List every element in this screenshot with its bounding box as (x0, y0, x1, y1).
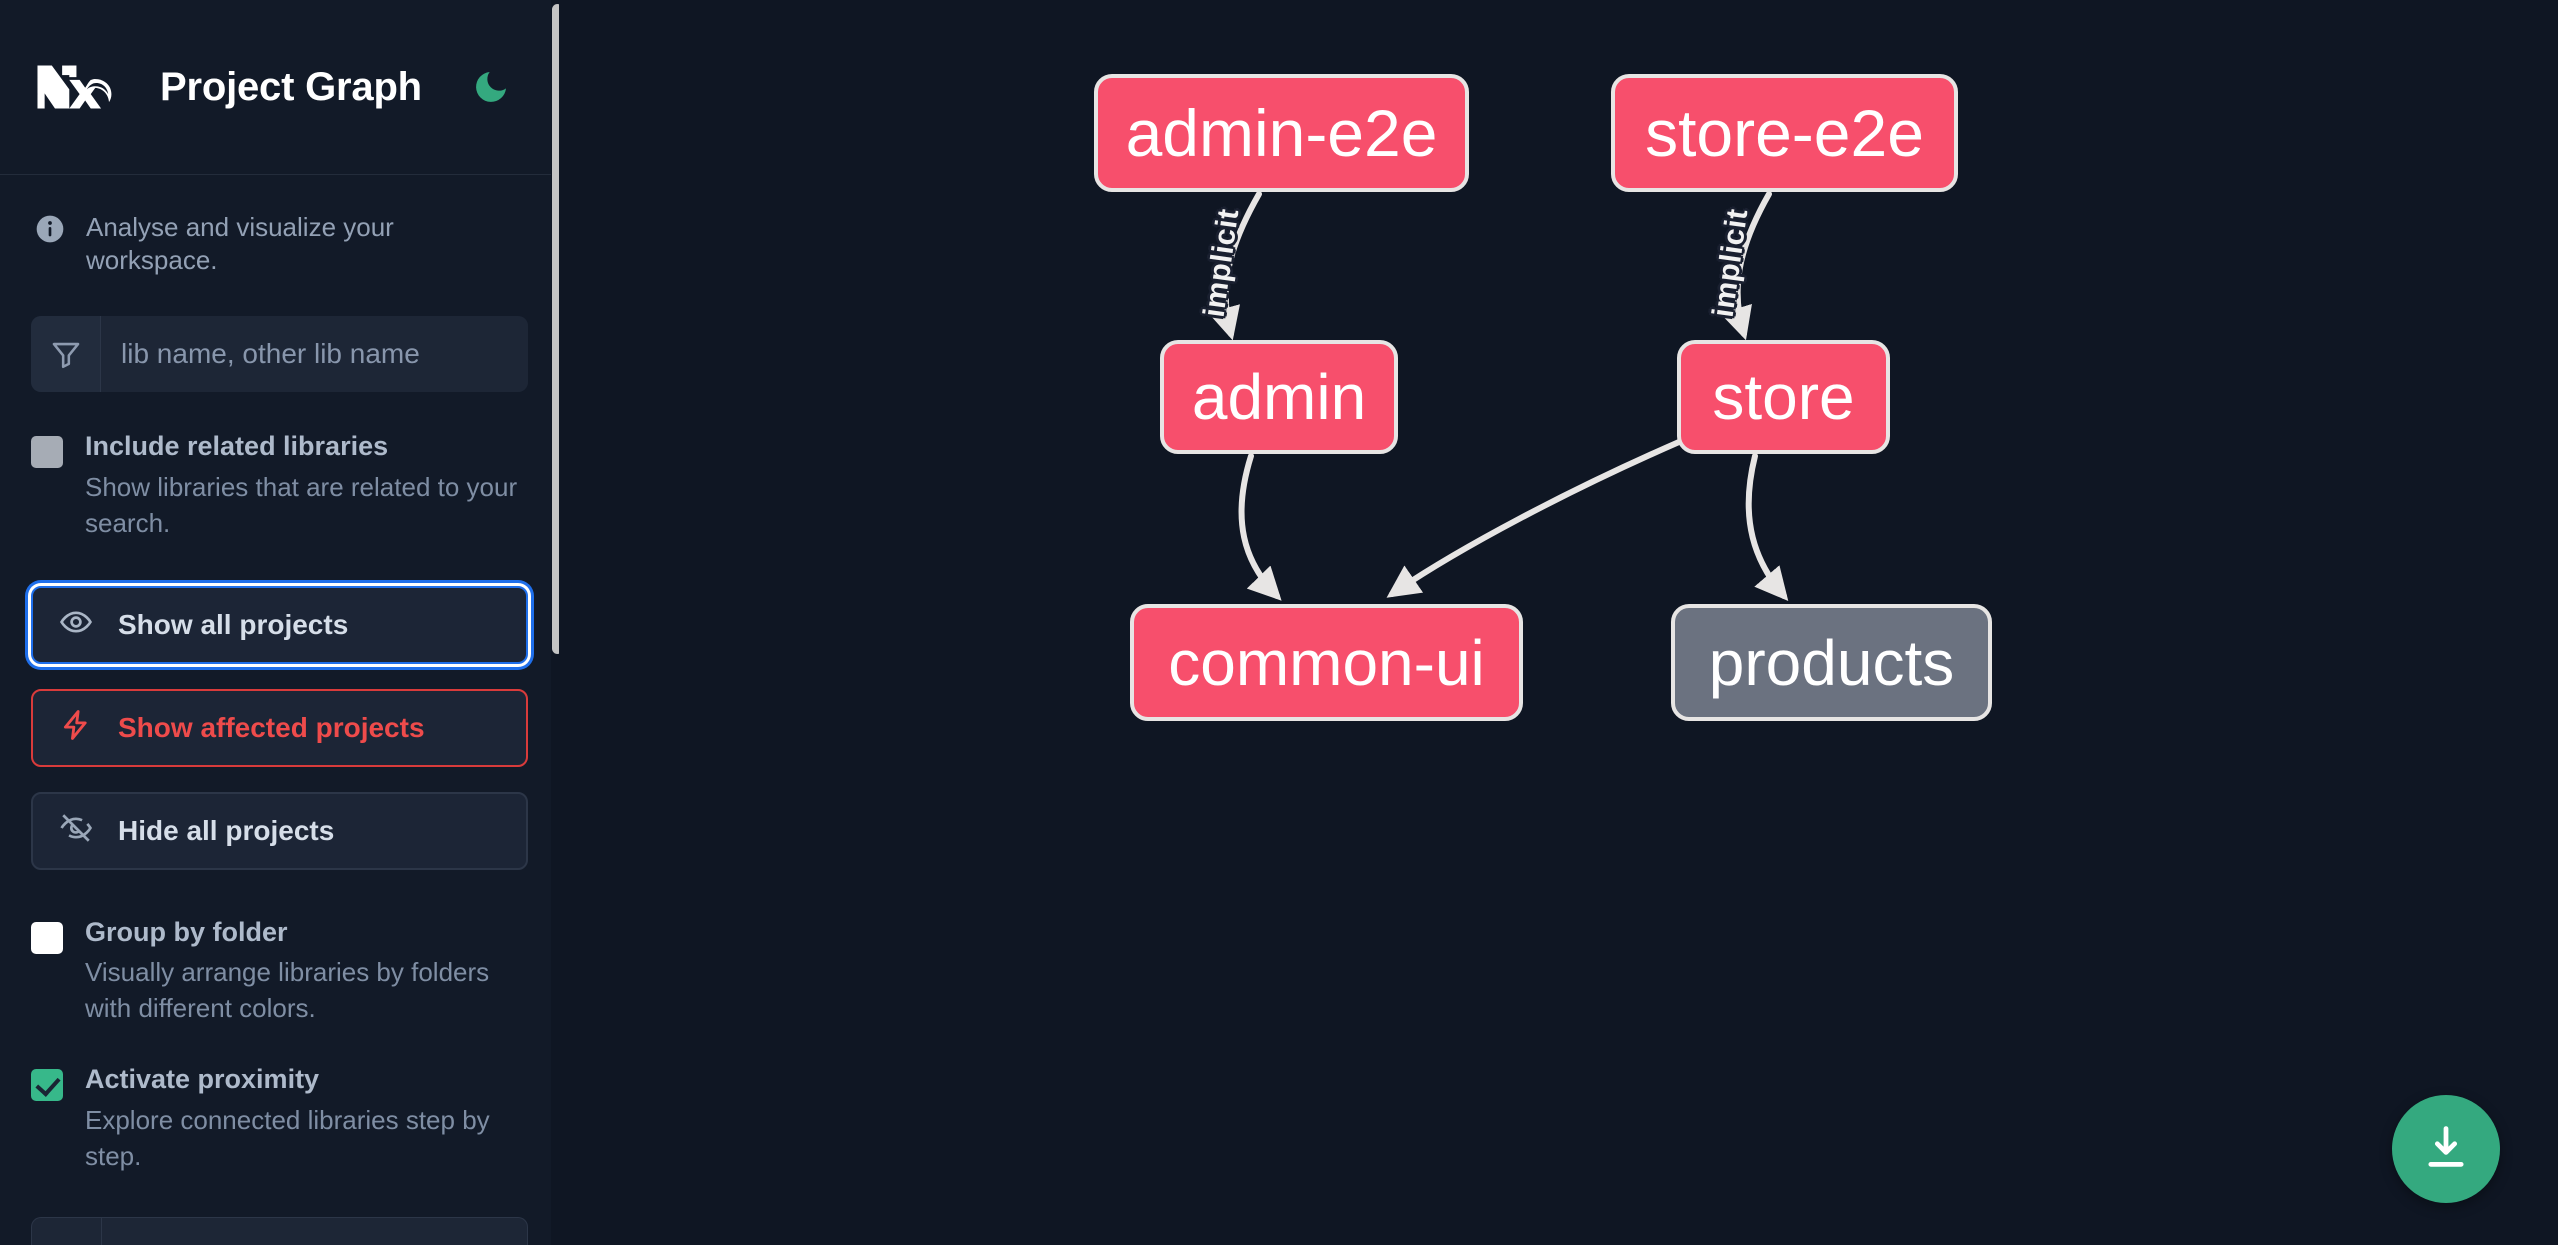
checkbox-row-activate-proximity[interactable]: Activate proximity Explore connected lib… (0, 1027, 559, 1175)
graph-node-admin[interactable]: admin (1160, 340, 1398, 454)
show-affected-projects-label: Show affected projects (118, 711, 425, 743)
hide-all-projects-label: Hide all projects (118, 814, 335, 846)
sidebar-scrollbar-thumb[interactable] (552, 4, 559, 654)
sidebar-info-text: Analyse and visualize your workspace. (86, 212, 394, 275)
download-image-button[interactable] (2392, 1095, 2500, 1203)
search-input[interactable] (101, 316, 528, 392)
graph-node-admin-e2e[interactable]: admin-e2e (1094, 74, 1469, 192)
sidebar-bottom-control-partial[interactable] (31, 1216, 528, 1245)
checkbox-row-include-related-libraries[interactable]: Include related libraries Show libraries… (0, 392, 559, 542)
sidebar-info-note: Analyse and visualize your workspace. (0, 175, 559, 306)
graph-node-products[interactable]: products (1671, 604, 1992, 721)
graph-node-store-e2e[interactable]: store-e2e (1611, 74, 1958, 192)
graph-node-store[interactable]: store (1677, 340, 1890, 454)
checkbox-desc-activate-proximity: Explore connected libraries step by step… (85, 1104, 490, 1171)
moon-icon[interactable] (468, 64, 514, 110)
projects-button-group: Show all projects Show affected projects (0, 542, 559, 870)
graph-edges (1208, 191, 1789, 602)
checkbox-label-group-by-folder: Group by folder (85, 916, 288, 947)
download-icon (2420, 1121, 2472, 1178)
checkbox-label-include-related-libraries: Include related libraries (85, 431, 389, 461)
funnel-icon[interactable] (31, 316, 101, 392)
edge-store-e2e-store (1720, 191, 1772, 341)
sidebar-scroll-content: Project Graph Analyse and visualize yo (0, 0, 559, 1245)
checkbox-include-related-libraries[interactable] (31, 436, 63, 468)
eye-off-icon (59, 811, 93, 850)
lightning-bolt-icon (59, 708, 93, 747)
edge-store-common-ui (1386, 439, 1682, 598)
checkbox-group-by-folder[interactable] (31, 921, 63, 954)
sidebar-header: Project Graph (0, 0, 559, 175)
sidebar: Project Graph Analyse and visualize yo (0, 0, 559, 1245)
graph-node-common-ui[interactable]: common-ui (1130, 604, 1523, 721)
nx-logo-icon (34, 56, 130, 118)
edge-admin-e2e-admin (1208, 191, 1262, 341)
graph-canvas[interactable]: implicit implicit admin-e2e store-e2e ad… (559, 0, 2558, 1245)
show-all-projects-button[interactable]: Show all projects (31, 585, 528, 664)
checkbox-desc-include-related-libraries: Show libraries that are related to your … (85, 471, 518, 538)
sidebar-scrollbar[interactable] (551, 0, 559, 1245)
checkbox-label-activate-proximity: Activate proximity (85, 1064, 320, 1094)
partial-icon (32, 1217, 102, 1245)
checkbox-activate-proximity[interactable] (31, 1069, 63, 1101)
edge-admin-common-ui (1238, 453, 1282, 601)
search-filter (31, 316, 528, 392)
checkbox-row-group-by-folder[interactable]: Group by folder Visually arrange librari… (0, 870, 559, 1028)
show-all-projects-label: Show all projects (118, 608, 349, 640)
edge-store-products (1745, 453, 1789, 602)
show-affected-projects-button[interactable]: Show affected projects (31, 688, 528, 767)
eye-icon (59, 605, 93, 644)
info-icon (34, 213, 66, 250)
hide-all-projects-button[interactable]: Hide all projects (31, 791, 528, 870)
page-title: Project Graph (160, 64, 422, 109)
checkbox-desc-group-by-folder: Visually arrange libraries by folders wi… (85, 957, 490, 1024)
